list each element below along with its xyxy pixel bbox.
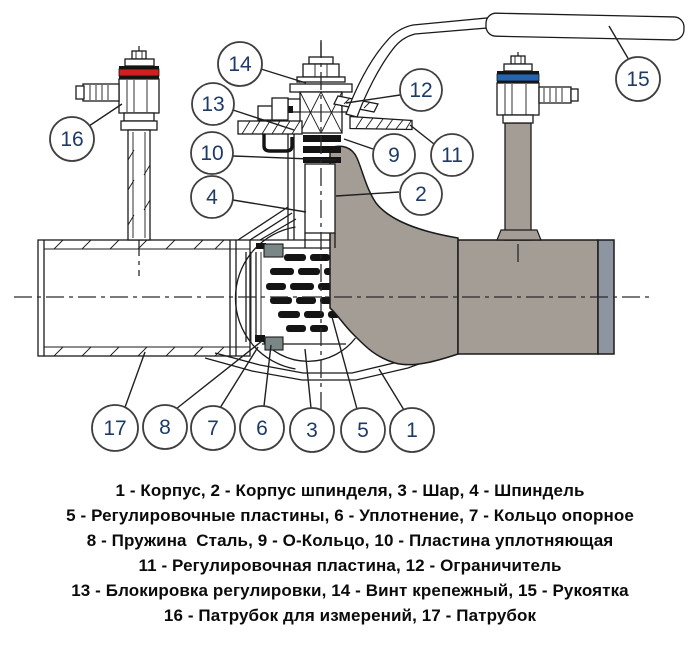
svg-text:8: 8	[159, 416, 171, 439]
red-band	[118, 68, 160, 77]
callout-11: 11	[430, 133, 474, 177]
callout-10: 10	[190, 131, 234, 175]
callout-12: 12	[399, 68, 443, 112]
svg-text:6: 6	[256, 417, 268, 440]
callout-16: 16	[49, 116, 95, 162]
callouts: 14 13 10 4 16 12 9 11 2 15 17 8 7 6 3 5 …	[49, 41, 661, 453]
spindle-shaft	[304, 163, 336, 234]
svg-text:10: 10	[200, 142, 223, 165]
body-flange-lines	[237, 206, 330, 241]
lock-plate-left	[237, 97, 303, 153]
callout-2: 2	[399, 172, 443, 216]
callout-15: 15	[615, 56, 661, 102]
nozzle-stem	[504, 122, 532, 241]
measurement-nozzle-left	[75, 46, 160, 276]
legend-line-6: 16 - Патрубок для измерений, 17 - Патруб…	[163, 606, 537, 625]
valve-body	[329, 145, 459, 366]
svg-text:1: 1	[406, 419, 418, 442]
handle	[333, 12, 685, 118]
valve-cross-section-diagram: 14 13 10 4 16 12 9 11 2 15 17 8 7 6 3 5 …	[14, 12, 685, 455]
svg-text:11: 11	[441, 144, 463, 167]
callout-13: 13	[191, 82, 235, 126]
svg-text:15: 15	[626, 68, 649, 91]
svg-text:16: 16	[60, 128, 83, 151]
callout-4: 4	[190, 175, 234, 219]
seat-ring-bottom	[264, 336, 284, 351]
svg-text:14: 14	[228, 53, 252, 76]
callout-5: 5	[340, 407, 386, 453]
spring-top	[256, 243, 266, 249]
callout-7: 7	[190, 405, 236, 451]
measurement-nozzle-right	[496, 52, 579, 262]
svg-text:2: 2	[415, 183, 427, 206]
o-ring-band	[303, 146, 341, 153]
barb-fitting	[82, 83, 120, 102]
svg-text:7: 7	[207, 417, 219, 440]
blue-band	[496, 73, 540, 82]
svg-text:9: 9	[388, 144, 400, 167]
legend-line-1: 1 - Корпус, 2 - Корпус шпинделя, 3 - Шар…	[115, 481, 585, 500]
svg-text:13: 13	[201, 93, 224, 116]
parts-legend: 1 - Корпус, 2 - Корпус шпинделя, 3 - Шар…	[0, 478, 700, 628]
callout-9: 9	[372, 133, 416, 177]
nozzle-stem	[127, 129, 151, 241]
pipe-wall-hatch	[53, 239, 225, 357]
callout-1: 1	[389, 407, 435, 453]
seal-plate-band	[303, 135, 341, 142]
legend-line-3: 8 - Пружина Сталь, 9 - О-Кольцо, 10 - Пл…	[86, 531, 614, 550]
adjustment-plate-right	[349, 115, 413, 131]
left-pipe	[37, 239, 251, 357]
callout-6: 6	[239, 405, 285, 451]
spring-bottom	[255, 335, 265, 342]
centerlines	[14, 40, 652, 455]
leader-lines	[88, 25, 630, 411]
svg-text:5: 5	[357, 419, 369, 442]
seat-ring-top	[263, 243, 284, 258]
regulating-plates	[266, 254, 340, 332]
svg-text:3: 3	[306, 419, 318, 442]
legend-line-4: 11 - Регулировочная пластина, 12 - Огран…	[138, 556, 562, 575]
lock-hook	[262, 134, 294, 153]
svg-text:17: 17	[103, 417, 126, 440]
callout-3: 3	[289, 407, 335, 453]
callout-17: 17	[91, 404, 139, 452]
svg-text:12: 12	[409, 79, 432, 102]
callout-14: 14	[217, 41, 263, 87]
legend-line-2: 5 - Регулировочные пластины, 6 - Уплотне…	[66, 506, 634, 525]
legend-line-5: 13 - Блокировка регулировки, 14 - Винт к…	[71, 581, 629, 600]
callout-8: 8	[142, 404, 188, 450]
handle-grip	[485, 12, 685, 41]
spindle-assembly	[287, 133, 341, 248]
svg-text:4: 4	[206, 186, 218, 209]
